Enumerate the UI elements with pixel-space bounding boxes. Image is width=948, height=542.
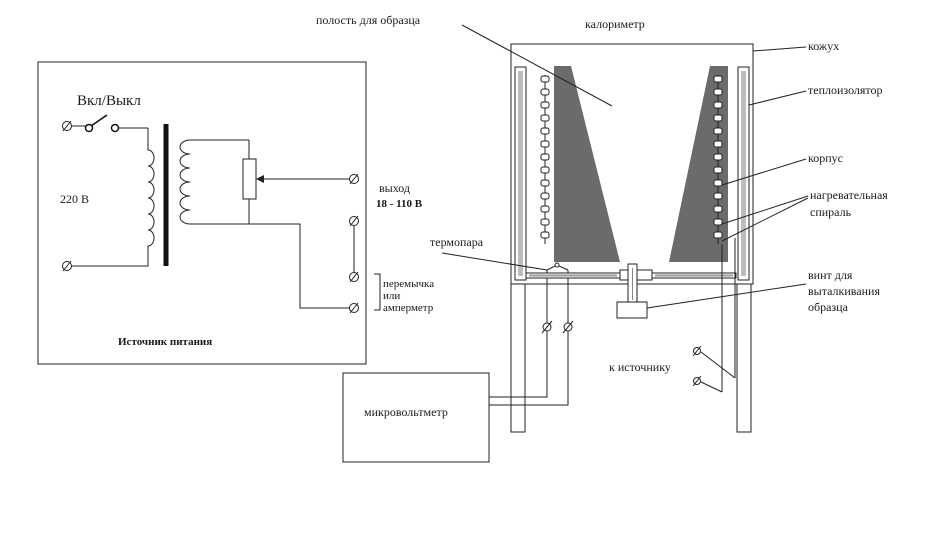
jumper-label-3: амперметр [383, 302, 434, 314]
leader-body [721, 158, 807, 186]
thermocouple-lead-1 [489, 270, 548, 398]
microvoltmeter-label: микровольтметр [364, 405, 448, 419]
push-screw-label-1: винт для [808, 268, 853, 282]
secondary-winding [179, 139, 249, 225]
switch-label: Вкл/Выкл [77, 93, 141, 109]
output-terminal-2 [349, 215, 359, 227]
output-terminal-4 [349, 302, 359, 314]
casing-label: кожух [808, 39, 839, 53]
leader-thermocouple [441, 252, 548, 271]
lead-terminal-1 [541, 320, 553, 334]
sample-cavity [571, 66, 710, 262]
output-terminal-3 [349, 271, 359, 283]
power-supply-block: Вкл/Выкл 220 В выход 18 - 110 В перемычк… [37, 61, 434, 365]
power-supply-frame [37, 61, 367, 365]
jumper-label-2: или [383, 290, 400, 302]
leader-insulator [748, 90, 807, 106]
leg-left [510, 283, 526, 433]
source-terminal-2 [692, 375, 702, 387]
input-terminal-bottom [62, 260, 72, 272]
thermocouple-lead-2 [489, 270, 569, 406]
input-terminal-top [62, 120, 72, 132]
output-terminal-1 [349, 173, 359, 185]
calorimeter-title: калориметр [585, 17, 645, 31]
push-screw-label-3: образца [808, 300, 849, 314]
leader-push-screw [646, 283, 807, 309]
heater-coil-label-2: спираль [810, 205, 852, 219]
heater-coil-left [540, 75, 550, 244]
calorimeter-block: полость для образца калориметр кожух теп… [316, 13, 888, 433]
microvoltmeter-block: микровольтметр [342, 262, 574, 463]
leader-cavity [461, 24, 613, 107]
push-screw-label-2: выталкивания [808, 284, 880, 298]
jumper-label-1: перемычка [383, 278, 434, 290]
leg-right [736, 283, 752, 433]
output-label: выход [379, 181, 410, 195]
heater-coil-right [713, 75, 723, 244]
heat-insulator-label: теплоизолятор [808, 83, 883, 97]
power-supply-title: Источник питания [118, 336, 212, 348]
microvoltmeter-frame [342, 372, 490, 463]
leader-casing [752, 46, 807, 52]
thermocouple-label: термопара [430, 235, 484, 249]
lead-terminal-2 [562, 320, 574, 334]
primary-winding [72, 128, 155, 267]
leader-coil-2 [721, 197, 809, 242]
body-label: корпус [808, 151, 843, 165]
push-screw [616, 263, 648, 319]
heater-coil-label-1: нагревательная [810, 188, 888, 202]
input-voltage-label: 220 В [60, 192, 89, 206]
to-source-label: к источнику [609, 360, 671, 374]
source-terminal-1 [692, 345, 702, 357]
jumper-bracket [374, 273, 381, 311]
leader-coil-1 [721, 195, 809, 225]
sample-cavity-label: полость для образца [316, 13, 421, 27]
rheostat [242, 158, 257, 200]
power-switch [72, 114, 148, 133]
output-range-label: 18 - 110 В [376, 198, 423, 210]
